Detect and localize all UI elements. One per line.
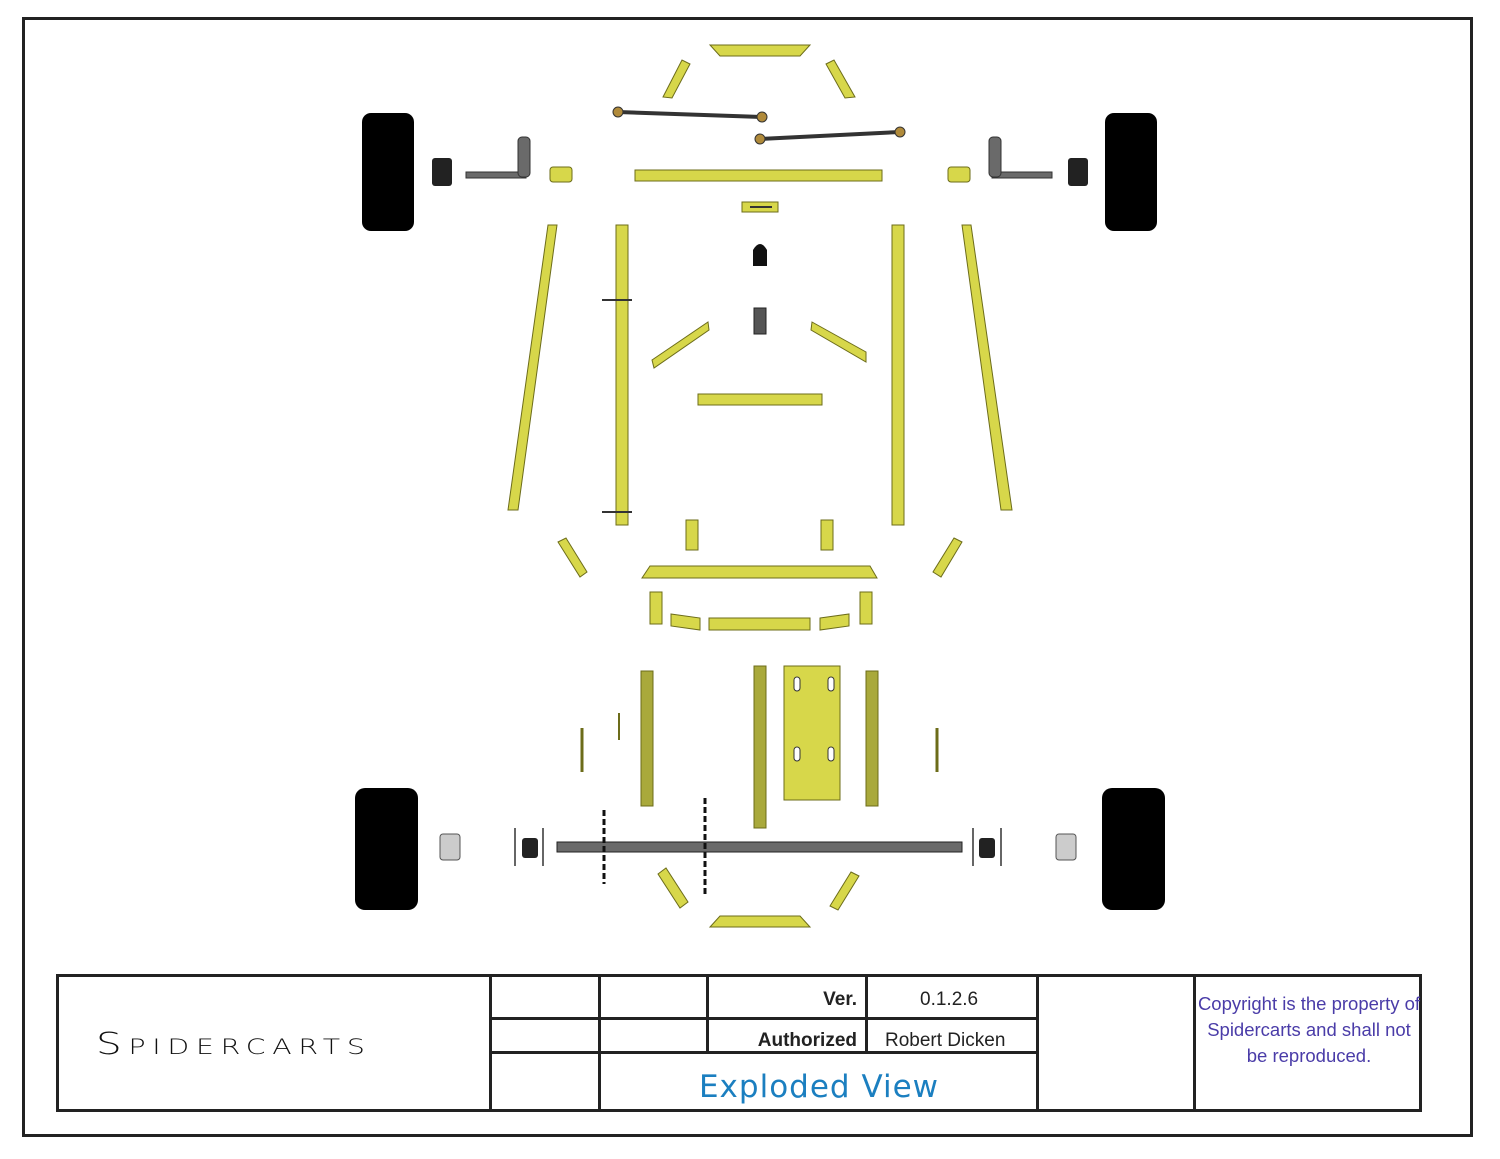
engine-plate-slot: [793, 746, 801, 762]
company-name: Spidercarts: [96, 1027, 372, 1062]
inner-rail-right: [891, 224, 905, 526]
brace-left: [651, 321, 710, 369]
engine-plate-slot: [827, 746, 835, 762]
tie-rod-right: [759, 130, 901, 141]
front-right-spindle: [988, 136, 1002, 178]
tb-divider: [706, 977, 709, 1053]
front-right-bracket: [947, 166, 971, 183]
front-left-spindle: [517, 136, 531, 178]
version-value: 0.1.2.6: [920, 989, 979, 1010]
kart-parts: [355, 44, 1165, 928]
rear-bumper-side-left: [657, 867, 689, 909]
engine-plate-slot: [793, 676, 801, 692]
front-cross-bar: [634, 169, 883, 182]
copyright-notice: Copyright is the property of Spidercarts…: [1197, 993, 1421, 1066]
seat-mount-left: [649, 591, 663, 625]
rear-left-bearing: [522, 838, 538, 858]
tb-divider: [1193, 977, 1196, 1109]
small-block-left: [685, 519, 699, 551]
front-bumper-side-right: [825, 59, 856, 99]
engine-rail-right: [865, 670, 879, 807]
rear-right-bearing: [979, 838, 995, 858]
rear-cross-bar: [641, 565, 878, 579]
front-left-spindle-arm: [465, 171, 527, 179]
tb-divider: [865, 977, 868, 1053]
tie-rod-end-icon: [612, 106, 624, 118]
middle-cross-bar: [697, 393, 823, 406]
rear-left-hub: [439, 833, 461, 861]
view-title: Exploded View: [698, 1069, 940, 1105]
front-right-hub: [1068, 158, 1088, 186]
rear-angle-left: [557, 537, 588, 578]
front-bumper-bar: [708, 44, 812, 57]
inner-rail-left: [615, 224, 629, 526]
tie-rod-end-icon: [894, 126, 906, 138]
title-block: Spidercarts Ver. 0.1.2.6 Authorized Robe…: [56, 974, 1422, 1112]
rear-angle-right: [932, 537, 963, 578]
exploded-view-drawing: [355, 44, 1165, 928]
tie-rod-end-icon: [756, 111, 768, 123]
rear-right-tire: [1102, 788, 1165, 910]
outer-rail-left: [507, 224, 558, 511]
authorized-label: Authorized: [757, 1030, 857, 1051]
tie-rod-end-icon: [754, 133, 766, 145]
front-bumper-side-left: [662, 59, 691, 99]
rear-left-tire: [355, 788, 418, 910]
engine-rail-center: [753, 665, 767, 829]
seat-wedge-right: [819, 613, 850, 631]
seat-wedge-left: [670, 613, 701, 631]
rear-bumper-side-right: [829, 871, 860, 911]
front-left-bracket: [549, 166, 573, 183]
brace-right: [810, 321, 867, 363]
rear-right-hub: [1055, 833, 1077, 861]
tb-divider: [489, 1017, 1039, 1020]
tb-divider: [1036, 977, 1039, 1109]
front-left-tire: [362, 113, 414, 231]
drawing-frame: [22, 17, 1473, 1137]
steering-mount: [753, 307, 767, 335]
front-right-tire: [1105, 113, 1157, 231]
engine-plate-slot: [827, 676, 835, 692]
tie-rod-left: [617, 110, 763, 119]
seat-bar: [708, 617, 811, 631]
rear-axle: [556, 841, 963, 853]
small-block-right: [820, 519, 834, 551]
steering-bushing: [753, 244, 767, 266]
seat-mount-right: [859, 591, 873, 625]
tb-divider: [598, 977, 601, 1109]
tb-divider: [489, 977, 492, 1109]
outer-rail-right: [961, 224, 1013, 511]
front-left-hub: [432, 158, 452, 186]
tb-divider: [489, 1051, 1039, 1054]
engine-rail-left: [640, 670, 654, 807]
version-label: Ver.: [823, 989, 857, 1010]
rear-bumper-bar: [708, 915, 812, 928]
authorized-value: Robert Dicken: [885, 1030, 1006, 1051]
